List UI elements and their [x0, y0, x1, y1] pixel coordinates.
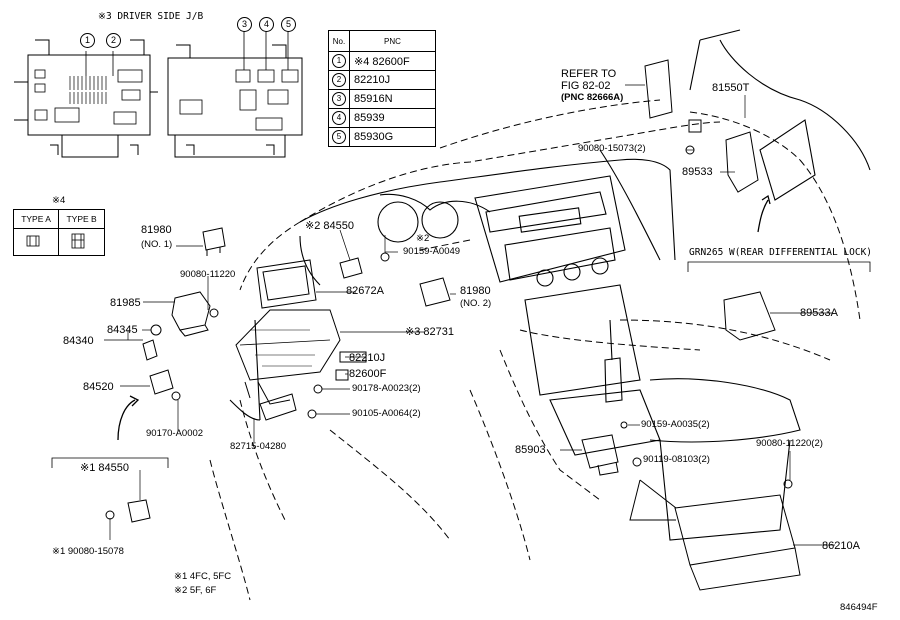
junction-box-front: [14, 39, 158, 158]
part-90170-A0002: 90170-A0002: [146, 428, 204, 439]
part-82731: ※3 82731: [405, 326, 454, 338]
row-number: 2: [332, 73, 346, 87]
part-82600F: 82600F: [349, 368, 387, 380]
footnote-1: ※1 4FC, 5FC: [174, 571, 232, 582]
row-number: 5: [332, 130, 346, 144]
part-90159-A0049: 90159-A0049: [403, 246, 461, 257]
part-84550-top: ※2 84550: [305, 220, 354, 232]
part-82210J: 82210J: [349, 352, 386, 364]
part-85903: 85903: [515, 444, 546, 456]
col-pnc-header: PNC: [349, 30, 436, 52]
table-row: 5 85930G: [328, 127, 436, 147]
table-row: 2 82210J: [328, 70, 436, 90]
part-81980-no1-qualifier: (NO. 1): [141, 239, 173, 250]
col-no-header: No.: [328, 30, 350, 52]
parts-shapes: [105, 59, 801, 591]
row-number: 4: [332, 111, 346, 125]
part-90178-A0023: 90178-A0023(2): [352, 383, 421, 394]
arrows: [117, 194, 771, 441]
pnc-ref-label: (PNC 82666A): [561, 92, 624, 103]
dashboard-outline: [209, 99, 861, 601]
part-82715-04280: 82715-04280: [230, 441, 286, 452]
row-pnc: 85930G: [349, 127, 436, 147]
part-90080-15073: 90080-15073(2): [578, 143, 646, 154]
jb-callout-5: 5: [281, 17, 296, 32]
part-81980-no2: 81980: [460, 285, 491, 297]
table-row: 3 85916N: [328, 89, 436, 109]
part-90080-11220-2: 90080-11220(2): [756, 438, 823, 449]
part-81980-no1: 81980: [141, 224, 172, 236]
part-90159-A0035: 90159-A0035(2): [641, 419, 710, 430]
junction-box-rear: [167, 31, 303, 158]
part-81985: 81985: [110, 297, 141, 309]
part-84345: 84345: [107, 324, 138, 336]
fig-label: FIG 82-02: [561, 80, 611, 92]
row-number: 3: [332, 92, 346, 106]
table-row: 1 ※4 82600F: [328, 51, 436, 71]
jb-callout-3: 3: [237, 17, 252, 32]
row-pnc: ※4 82600F: [349, 51, 436, 71]
part-90080-11220: 90080-11220: [180, 269, 236, 280]
row-pnc: 85939: [349, 108, 436, 128]
part-84340: 84340: [63, 335, 94, 347]
part-84550-bottom: ※1 84550: [80, 462, 129, 474]
pnc-table-header: No. PNC: [328, 30, 436, 52]
leader-lines: [104, 84, 835, 546]
note1-bracket: [51, 457, 169, 468]
type-b-icon: [58, 228, 105, 256]
part-89533: 89533: [682, 166, 713, 178]
figure-id: 846494F: [840, 602, 878, 613]
part-90159-A0049-mark: ※2: [416, 233, 430, 244]
junction-box-title: ※3 DRIVER SIDE J/B: [98, 11, 204, 22]
part-90080-15078: ※1 90080-15078: [52, 546, 124, 557]
pnc-table: No. PNC 1 ※4 82600F 2 82210J 3 85916N 4 …: [328, 30, 436, 147]
table-row: 4 85939: [328, 108, 436, 128]
part-82672A: 82672A: [346, 285, 384, 297]
jb-callout-4: 4: [259, 17, 274, 32]
type-a-label: TYPE A: [12, 209, 60, 229]
part-84520: 84520: [83, 381, 114, 393]
part-90105-A0064: 90105-A0064(2): [352, 408, 421, 419]
dash-details: [229, 29, 871, 541]
row-number: 1: [332, 54, 346, 68]
row-pnc: 85916N: [349, 89, 436, 109]
grn-title: GRN265 W(REAR DIFFERENTIAL LOCK): [689, 247, 873, 258]
footnote-2: ※2 5F, 6F: [174, 585, 217, 596]
jb-callout-1: 1: [80, 33, 95, 48]
type-marker: ※4: [52, 195, 66, 206]
part-90119-08103: 90119-08103(2): [643, 454, 710, 465]
part-86210A: 86210A: [822, 540, 860, 552]
grn-bracket: [687, 261, 871, 272]
jb-callout-2: 2: [106, 33, 121, 48]
type-b-label: TYPE B: [58, 209, 105, 229]
part-81980-no2-qualifier: (NO. 2): [460, 298, 492, 309]
type-a-icon: [12, 228, 60, 256]
row-pnc: 82210J: [349, 70, 436, 90]
part-81550T: 81550T: [712, 82, 750, 94]
relay-type-table: TYPE A TYPE B: [12, 209, 105, 256]
refer-to-label: REFER TO: [561, 68, 617, 80]
part-89533A: 89533A: [800, 307, 838, 319]
